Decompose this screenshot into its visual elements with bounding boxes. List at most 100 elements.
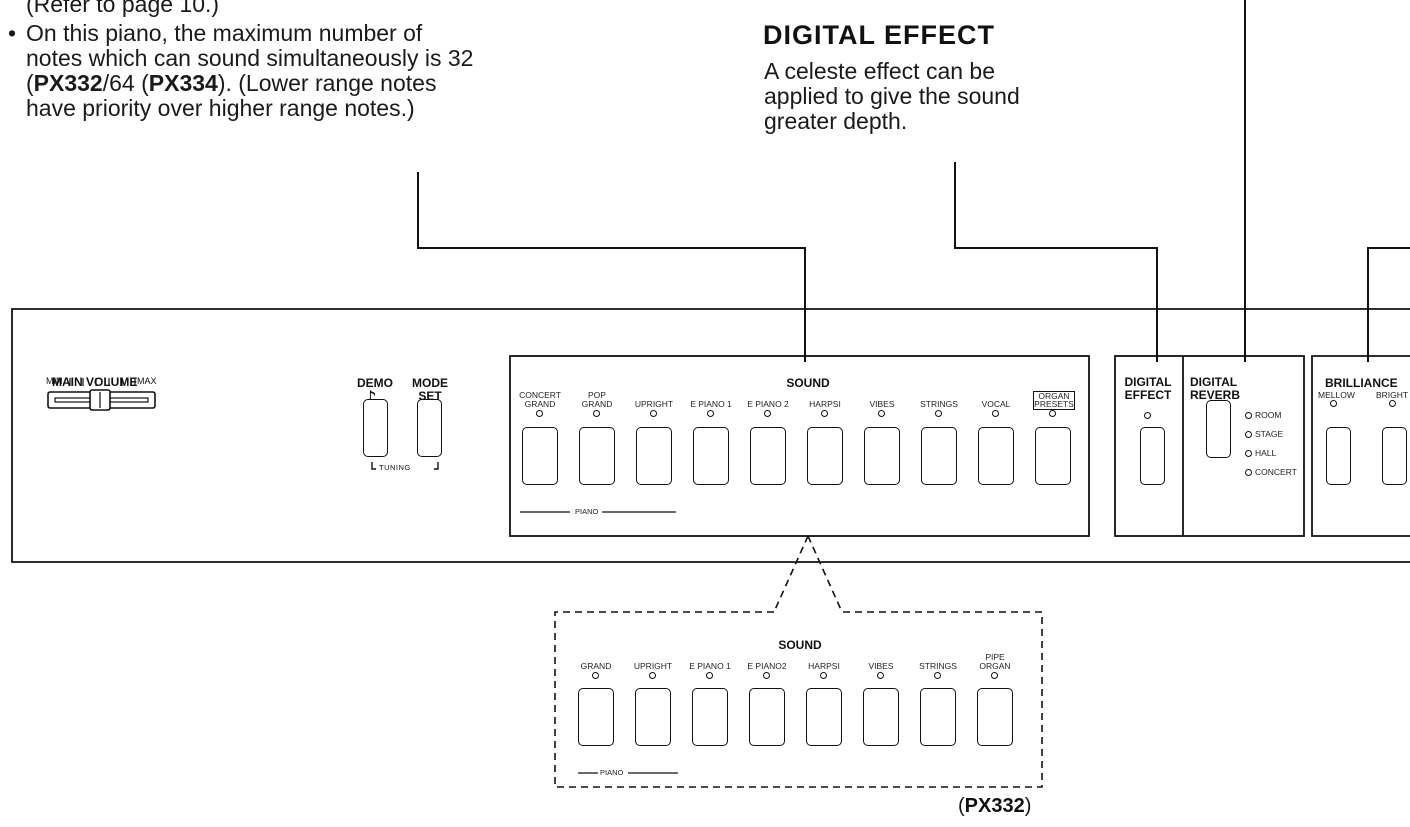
inset-sound-button-0[interactable] — [578, 688, 614, 746]
digital-effect-desc-2: applied to give the sound — [764, 83, 1020, 109]
inset-sound-button-4[interactable] — [806, 688, 842, 746]
inset-sound-label-7: ORGAN — [979, 661, 1011, 671]
inset-sound-led-1 — [649, 672, 656, 679]
intro-line-4-mid: /64 ( — [102, 70, 149, 96]
sound-label-top-0: CONCERT — [519, 390, 561, 400]
digital-effect-led — [1144, 412, 1151, 419]
main-volume-label: MAIN VOLUME — [52, 375, 138, 389]
inset-sound-label-1: UPRIGHT — [633, 661, 673, 671]
sound-button-4[interactable] — [750, 427, 786, 485]
brilliance-mellow-label: MELLOW — [1318, 390, 1355, 400]
volume-min-label: MIN — [46, 376, 63, 386]
sound-label-9: PRESETS — [1033, 399, 1075, 410]
sound-label-0: GRAND — [524, 399, 556, 409]
inset-sound-button-6[interactable] — [920, 688, 956, 746]
inset-sound-button-2[interactable] — [692, 688, 728, 746]
inset-sound-led-0 — [592, 672, 599, 679]
inset-sound-label-0: GRAND — [580, 661, 612, 671]
sound-label-3: E PIANO 1 — [690, 399, 732, 409]
inset-sound-label-6: STRINGS — [919, 661, 957, 671]
caption-close: ) — [1024, 795, 1032, 817]
sound-button-7[interactable] — [921, 427, 957, 485]
reverb-led-room — [1245, 412, 1252, 419]
digital-effect-desc-3: greater depth. — [764, 108, 908, 134]
brilliance-bright-led — [1389, 400, 1396, 407]
leader-line-brilliance — [1367, 247, 1410, 362]
sound-group-box — [509, 355, 1090, 537]
brilliance-group-box — [1311, 355, 1410, 537]
sound-led-5 — [821, 410, 828, 417]
brilliance-bright-label: BRIGHT — [1375, 390, 1409, 400]
inset-sound-led-4 — [820, 672, 827, 679]
sound-label-8: VOCAL — [981, 399, 1011, 409]
demo-label: DEMO — [357, 376, 393, 390]
brilliance-bright-button[interactable] — [1382, 427, 1407, 485]
intro-line-3: notes which can sound simultaneously is … — [26, 45, 474, 71]
inset-sound-led-5 — [877, 672, 884, 679]
digital-reverb-label-1: DIGITAL — [1190, 375, 1238, 389]
brilliance-label: BRILLIANCE — [1325, 376, 1398, 390]
inset-sound-button-5[interactable] — [863, 688, 899, 746]
digital-effect-heading: DIGITAL EFFECT — [763, 20, 995, 50]
brilliance-mellow-led — [1330, 400, 1337, 407]
leader-line-sound — [417, 172, 806, 362]
inset-sound-button-1[interactable] — [635, 688, 671, 746]
inset-callout-right — [807, 535, 843, 613]
inset-sound-label-2: E PIANO 1 — [689, 661, 731, 671]
inset-sound-label-3: E PIANO2 — [747, 661, 787, 671]
sound-button-6[interactable] — [864, 427, 900, 485]
sound-led-6 — [878, 410, 885, 417]
sound-led-0 — [536, 410, 543, 417]
sound-button-2[interactable] — [636, 427, 672, 485]
sound-button-0[interactable] — [522, 427, 558, 485]
sound-label-7: STRINGS — [920, 399, 958, 409]
effect-reverb-group-box — [1114, 355, 1305, 537]
sound-label-2: UPRIGHT — [634, 399, 674, 409]
intro-line-4-rest: ). (Lower range notes — [217, 70, 437, 96]
inset-callout-left — [773, 535, 809, 613]
sound-label-1: GRAND — [581, 399, 613, 409]
inset-sound-title: SOUND — [778, 638, 822, 652]
digital-effect-label-1: DIGITAL — [1124, 375, 1172, 389]
sound-group-title: SOUND — [786, 376, 830, 390]
mode-set-label-1: MODE — [412, 376, 448, 390]
sound-button-5[interactable] — [807, 427, 843, 485]
reverb-option-concert: CONCERT — [1255, 467, 1297, 477]
sound-led-3 — [707, 410, 714, 417]
reverb-led-concert — [1245, 469, 1252, 476]
reverb-led-stage — [1245, 431, 1252, 438]
inset-sound-button-3[interactable] — [749, 688, 785, 746]
reverb-option-room: ROOM — [1255, 410, 1282, 420]
sound-button-9[interactable] — [1035, 427, 1071, 485]
volume-slider-graphic — [47, 389, 156, 411]
sound-led-9 — [1049, 410, 1056, 417]
digital-effect-button[interactable] — [1140, 427, 1165, 485]
demo-button[interactable] — [363, 399, 388, 457]
inset-sound-led-3 — [763, 672, 770, 679]
leader-line-digital-effect — [954, 162, 1158, 362]
sound-label-6: VIBES — [869, 399, 895, 409]
sound-label-top-1: POP — [588, 390, 606, 400]
mode-set-button[interactable] — [417, 399, 442, 457]
reverb-led-hall — [1245, 450, 1252, 457]
main-volume-slider[interactable] — [88, 388, 112, 412]
inset-piano-group-label: PIANO — [600, 768, 624, 777]
inset-sound-button-7[interactable] — [977, 688, 1013, 746]
piano-group-label: PIANO — [575, 507, 599, 516]
sound-led-1 — [593, 410, 600, 417]
digital-reverb-button[interactable] — [1206, 400, 1231, 458]
sound-button-3[interactable] — [693, 427, 729, 485]
sound-button-1[interactable] — [579, 427, 615, 485]
volume-max-label: MAX — [137, 376, 157, 386]
intro-bullet: • — [8, 20, 17, 46]
inset-sound-label-5: VIBES — [868, 661, 894, 671]
caption-open: ( — [958, 795, 965, 817]
control-panel-outline — [11, 308, 1410, 563]
sound-label-top-9: ORGAN — [1033, 391, 1075, 401]
intro-line-4: (PX332/64 (PX334). (Lower range notes — [26, 70, 437, 96]
sound-button-8[interactable] — [978, 427, 1014, 485]
inset-sound-led-6 — [934, 672, 941, 679]
sound-label-4: E PIANO 2 — [747, 399, 789, 409]
model-px334: PX334 — [148, 70, 218, 96]
brilliance-mellow-button[interactable] — [1326, 427, 1351, 485]
